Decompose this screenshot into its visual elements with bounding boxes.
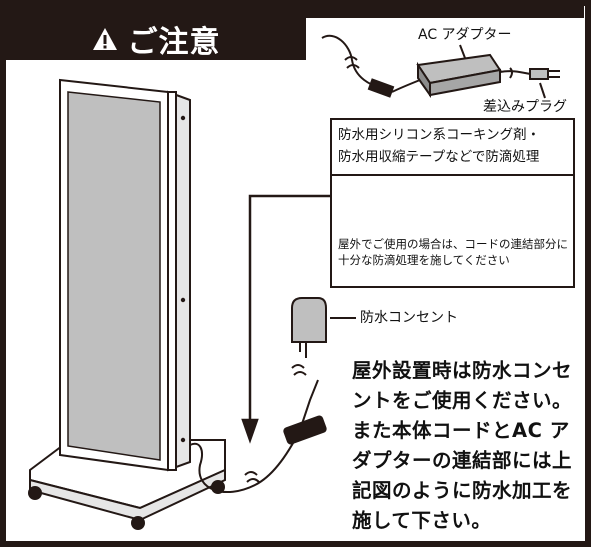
power-cord bbox=[189, 379, 319, 494]
header-bar bbox=[6, 6, 584, 18]
header: ご注意 bbox=[0, 0, 591, 60]
note-line-1: 防水用シリコン系コーキング剤・ bbox=[338, 127, 541, 143]
page-title: ご注意 bbox=[127, 25, 221, 60]
note-line-2: 防水用収縮テープなどで防滴処理 bbox=[338, 149, 540, 165]
plug-label: 差込みプラグ bbox=[483, 99, 567, 115]
cord-connector bbox=[283, 415, 327, 445]
waterproof-outlet-label: 防水コンセント bbox=[360, 310, 458, 326]
ac-adapter-label: AC アダプター bbox=[418, 27, 512, 43]
ac-adapter-diagram bbox=[321, 34, 560, 99]
sealing-note-box: 防水用シリコン系コーキング剤・ 防水用収縮テープなどで防滴処理 bbox=[330, 118, 575, 176]
title-tab: ご注意 bbox=[6, 18, 306, 60]
warning-triangle-icon bbox=[92, 28, 117, 50]
callout-arrow bbox=[241, 194, 330, 444]
sign-stand bbox=[28, 78, 226, 530]
installation-instructions: 屋外設置時は防水コンセントをご使用ください。また本体コードとAC アダプターの連… bbox=[352, 359, 573, 532]
caution-text: 屋外でご使用の場合は、コードの連結部分に十分な防滴処理を施してください bbox=[338, 237, 568, 267]
waterproof-outlet bbox=[291, 297, 356, 376]
caution-box bbox=[330, 176, 575, 288]
screws bbox=[180, 115, 186, 443]
